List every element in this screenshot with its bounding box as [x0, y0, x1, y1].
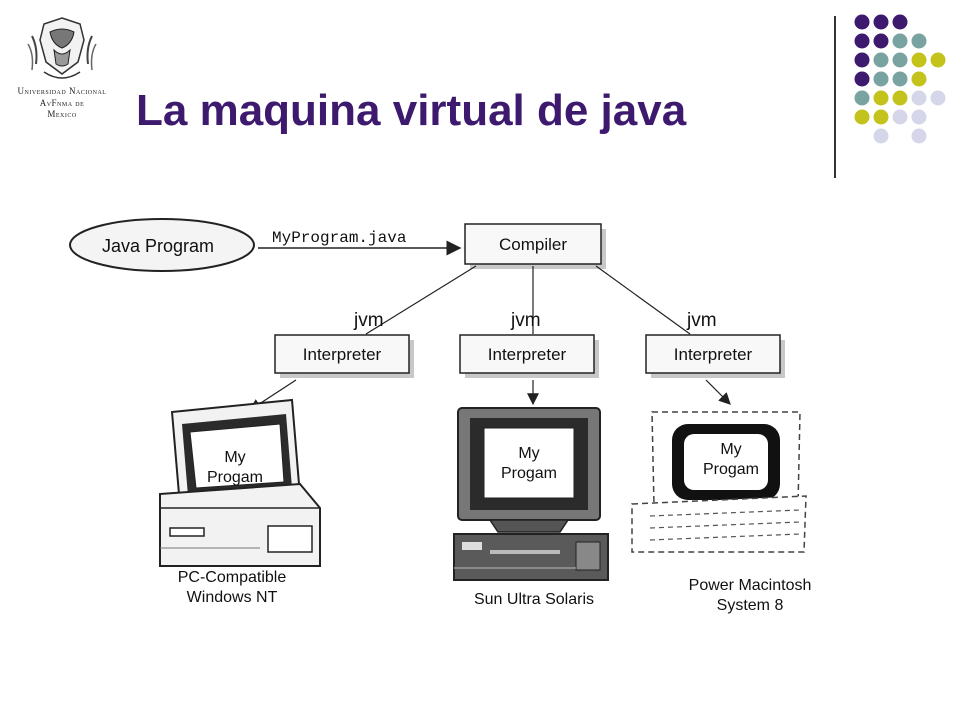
sun-caption-line1: Sun Ultra Solaris: [474, 591, 594, 608]
pc-computer-icon: [159, 398, 321, 567]
decorative-dot: [873, 52, 889, 68]
link-compiler-interp1: [365, 265, 477, 335]
interpreter-label-3: Interpreter: [674, 345, 753, 364]
decorative-dot: [892, 90, 908, 106]
decorative-dot: [854, 14, 870, 30]
compiler-node: Compiler: [464, 223, 606, 269]
decorative-dot: [854, 109, 870, 125]
interpreter-label-1: Interpreter: [303, 345, 382, 364]
decorative-dot: [854, 52, 870, 68]
crest-icon: [27, 17, 97, 79]
decorative-dot: [873, 14, 889, 30]
logo-text-line2: AvFnma de: [39, 98, 85, 108]
decorative-dot: [911, 128, 927, 144]
interpreter-label-2: Interpreter: [488, 345, 567, 364]
jvm-label-2: jvm: [510, 310, 541, 331]
sun-workstation-icon: [453, 407, 609, 581]
decorative-dot: [873, 90, 889, 106]
interpreter-node-3: Interpreter: [645, 334, 785, 378]
decorative-dot: [892, 33, 908, 49]
sun-screen-text-1: My: [518, 445, 539, 462]
decorative-dot: [911, 109, 927, 125]
decorative-dot: [873, 71, 889, 87]
pc-screen-text-2: Progam: [207, 469, 263, 486]
decorative-dot: [892, 71, 908, 87]
link-compiler-interp3: [595, 265, 691, 335]
decorative-dot: [892, 52, 908, 68]
decorative-dot: [930, 52, 946, 68]
logo-text-line3: Mexico: [47, 109, 77, 119]
decorative-dot: [854, 71, 870, 87]
interpreter-node-1: Interpreter: [274, 334, 414, 378]
decorative-dot: [911, 33, 927, 49]
mac-caption-line1: Power Macintosh: [689, 577, 812, 594]
decorative-dot-grid: [854, 14, 946, 144]
file-name-label: MyProgram.java: [272, 229, 407, 247]
java-program-node: Java Program: [69, 218, 255, 272]
decorative-dot: [892, 14, 908, 30]
jvm-label-1: jvm: [353, 310, 384, 331]
mac-caption-line2: System 8: [717, 597, 784, 614]
pc-screen-text-1: My: [224, 449, 245, 466]
arrow-to-mac: [705, 379, 731, 405]
decorative-divider: [834, 16, 836, 178]
university-logo: Universidad Nacional AvFnma de Mexico: [14, 14, 110, 124]
sun-screen-text-2: Progam: [501, 465, 557, 482]
decorative-dot: [911, 52, 927, 68]
decorative-dot: [854, 33, 870, 49]
decorative-dot: [854, 90, 870, 106]
decorative-dot: [911, 90, 927, 106]
slide-title: La maquina virtual de java: [136, 86, 687, 135]
decorative-dot: [873, 109, 889, 125]
mac-screen-text-2: Progam: [703, 461, 759, 478]
decorative-dot: [930, 90, 946, 106]
decorative-dot: [892, 109, 908, 125]
pc-caption-line2: Windows NT: [187, 589, 278, 606]
compiler-label: Compiler: [499, 235, 567, 254]
decorative-dot: [873, 33, 889, 49]
jvm-label-3: jvm: [686, 310, 717, 331]
logo-text-line1: Universidad Nacional: [17, 86, 107, 96]
mac-screen-text-1: My: [720, 441, 741, 458]
pc-caption-line1: PC-Compatible: [178, 569, 287, 586]
mac-computer-icon: [631, 411, 807, 553]
decorative-dot: [873, 128, 889, 144]
java-program-label: Java Program: [102, 236, 214, 256]
interpreter-node-2: Interpreter: [459, 334, 599, 378]
decorative-dot: [911, 71, 927, 87]
